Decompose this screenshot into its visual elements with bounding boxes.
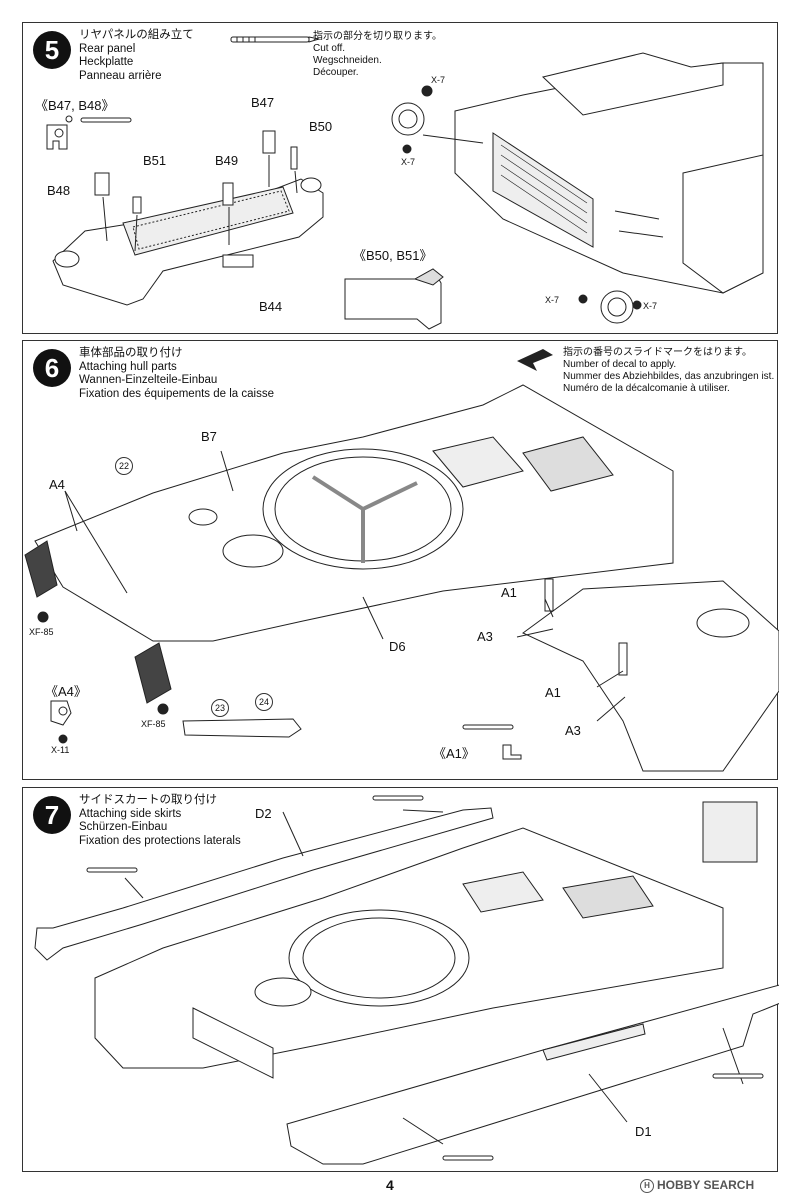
part-a3-label: A3 [477,629,493,644]
decal-number-badge: 22 [115,457,133,475]
detail-a1-label: 《A1》 [433,746,475,761]
step-title: サイドスカートの取り付け Attaching side skirts Schür… [79,794,241,848]
cut-note-ja: 指示の部分を切り取ります。 [313,31,442,42]
title-de: Heckplatte [79,56,134,68]
part-b44-label: B44 [259,299,283,314]
step-7-panel: 7 サイドスカートの取り付け Attaching side skirts Sch… [22,787,779,1172]
part-a1-label: A1 [545,685,561,700]
step-number: 6 [33,349,71,387]
decal-note-en: Number of decal to apply. [563,359,677,370]
watermark-text: HOBBY SEARCH [657,1178,755,1192]
part-b47-label: B47 [251,95,275,110]
detail-b50-b51 [344,268,444,330]
step-title: リヤパネルの組み立て Rear panel Heckplatte Panneau… [79,29,194,83]
title-en: Attaching hull parts [79,360,177,373]
part-b49-label: B49 [215,153,239,168]
cut-note-en: Cut off. [313,43,346,54]
step-6-panel: 6 車体部品の取り付け Attaching hull parts Wannen-… [22,340,779,780]
cut-tool-icons [86,795,764,1161]
bumper-blocks [24,540,172,704]
title-en: Attaching side skirts [79,807,182,820]
step-number: 7 [33,796,71,834]
title-en: Rear panel [79,42,136,55]
skirt-leader-lines [124,809,744,1145]
rear-panel-illustration [46,36,764,330]
title-ja: リヤパネルの組み立て [79,29,194,41]
part-b48-label: B48 [47,183,71,198]
step-5-panel: 5 リヤパネルの組み立て Rear panel Heckplatte Panne… [22,22,778,334]
step-title: 車体部品の取り付け Attaching hull parts Wannen-Ei… [79,347,274,401]
paint-dots [37,611,169,744]
part-d6-detail [182,718,302,738]
cut-note-fr: Découper. [313,67,359,78]
side-skirt-d1 [286,984,779,1165]
hull-front-detail [522,578,779,772]
cut-note-de: Wegschneiden. [313,55,382,66]
part-d2-label: D2 [255,806,272,821]
title-fr: Fixation des équipements de la caisse [79,387,274,400]
rear-panel-part [52,130,324,306]
side-skirts-illustration [34,795,779,1165]
decal-number-badge: 24 [255,693,273,711]
detail-b47-b48-label: 《B47, B48》 [35,98,115,113]
side-skirt-d2 [34,807,494,961]
hull-rear-track-assembly [391,52,764,324]
part-arrows [102,155,298,252]
hull-parts-illustration [24,349,779,772]
decal-note: 指示の番号のスライドマークをはります。 Number of decal to a… [563,347,774,395]
part-d6-label: D6 [389,639,406,654]
decal-note-ja: 指示の番号のスライドマークをはります。 [563,347,752,358]
hull-body [34,384,674,642]
part-b7-label: B7 [201,429,217,444]
detail-a4-label: 《A4》 [45,684,87,699]
paint-x7-label: X-7 [401,157,416,167]
paint-x7-label: X-7 [431,75,446,85]
step-number: 5 [33,31,71,69]
cut-note: 指示の部分を切り取ります。 Cut off. Wegschneiden. Déc… [313,31,442,79]
decal-note-fr: Numéro de la décalcomanie à utiliser. [563,383,730,394]
part-d1-label: D1 [635,1124,652,1139]
part-b51-label: B51 [143,153,167,168]
title-ja: サイドスカートの取り付け [79,794,217,806]
decal-number-badge: 23 [211,699,229,717]
cut-tool-icon [230,36,320,43]
paint-xf85-label: XF-85 [141,719,166,729]
hobby-search-logo-icon: H [640,1178,654,1193]
part-leader-lines [64,450,626,722]
detail-b50-b51-label: 《B50, B51》 [353,248,433,263]
paint-x11-label: X-11 [51,745,70,755]
title-fr: Panneau arrière [79,69,162,82]
paint-xf85-label: XF-85 [29,627,54,637]
part-b50-label: B50 [309,119,333,134]
part-a1-label: A1 [501,585,517,600]
title-de: Schürzen-Einbau [79,821,168,833]
title-fr: Fixation des protections laterals [79,834,241,847]
decal-arrow-icon [517,349,553,371]
paint-x7-label: X-7 [643,301,658,311]
part-a3-label: A3 [565,723,581,738]
decal-note-de: Nummer des Abziehbildes, das anzubringen… [563,371,775,382]
title-ja: 車体部品の取り付け [79,347,183,359]
title-de: Wannen-Einzelteile-Einbau [79,374,218,386]
paint-x7-label: X-7 [545,295,560,305]
page-number: 4 [386,1177,394,1193]
hull-body [94,801,758,1079]
part-a4-label: A4 [49,477,65,492]
